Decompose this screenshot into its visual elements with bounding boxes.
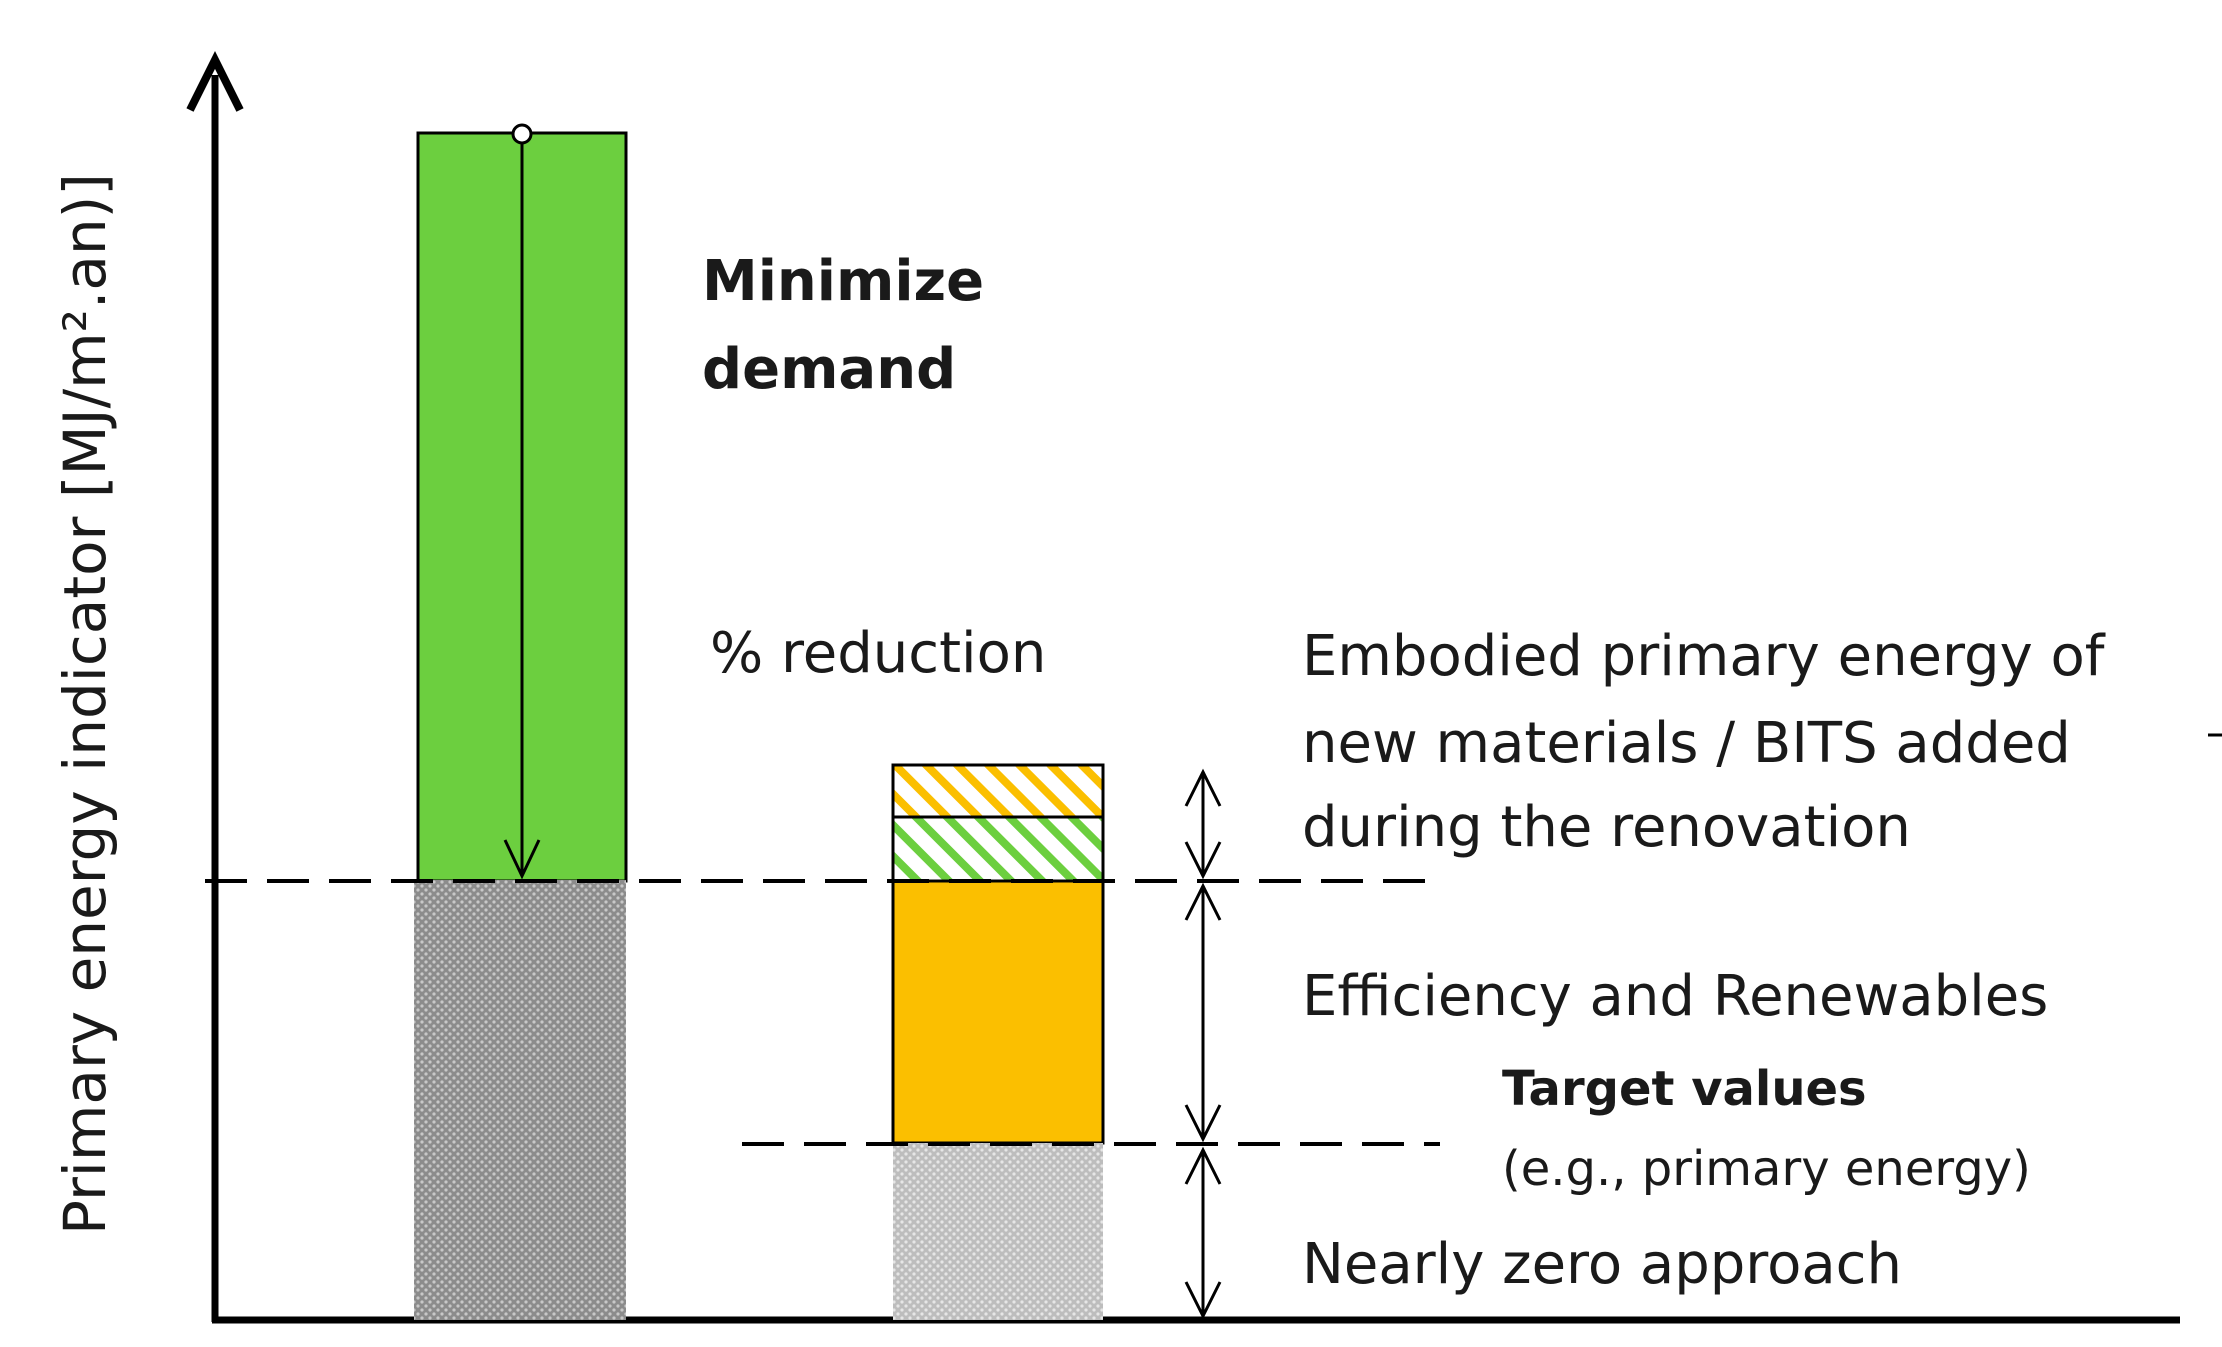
embodied-label-line3: during the renovation bbox=[1302, 795, 1911, 860]
target-values-label-line2: (e.g., primary energy) bbox=[1502, 1141, 2031, 1197]
embodied-dimension-arrow bbox=[1184, 768, 1222, 880]
embodied-label-line2: new materials / BITS added bbox=[1302, 711, 2071, 776]
reduction-start-marker bbox=[511, 123, 533, 145]
efficiency-label: Efficiency and Renewables bbox=[1302, 964, 2048, 1029]
embodied-orange-hatched-bar bbox=[891, 763, 1105, 819]
minimize-demand-label-line1: Minimize bbox=[702, 249, 984, 314]
target-values-label-line1: Target values bbox=[1502, 1061, 1867, 1117]
efficiency-renewables-bar bbox=[891, 879, 1105, 1145]
nearly-zero-bar bbox=[893, 1143, 1103, 1320]
efficiency-dimension-arrow bbox=[1184, 882, 1222, 1143]
reduction-label: % reduction bbox=[710, 621, 1046, 686]
baseline-remaining-bar bbox=[414, 880, 626, 1320]
y-axis bbox=[186, 51, 244, 1322]
minimize-demand-label-line2: demand bbox=[702, 337, 956, 402]
nearly-zero-label: Nearly zero approach bbox=[1302, 1232, 1902, 1297]
embodied-label-line1: Embodied primary energy of bbox=[1302, 624, 2106, 689]
reduction-arrow-head bbox=[503, 839, 541, 880]
y-axis-label: Primary energy indicator [MJ/m².an)] bbox=[51, 173, 119, 1235]
embodied-green-hatched-bar bbox=[891, 815, 1105, 883]
nearly-zero-dimension-arrow bbox=[1184, 1146, 1222, 1320]
